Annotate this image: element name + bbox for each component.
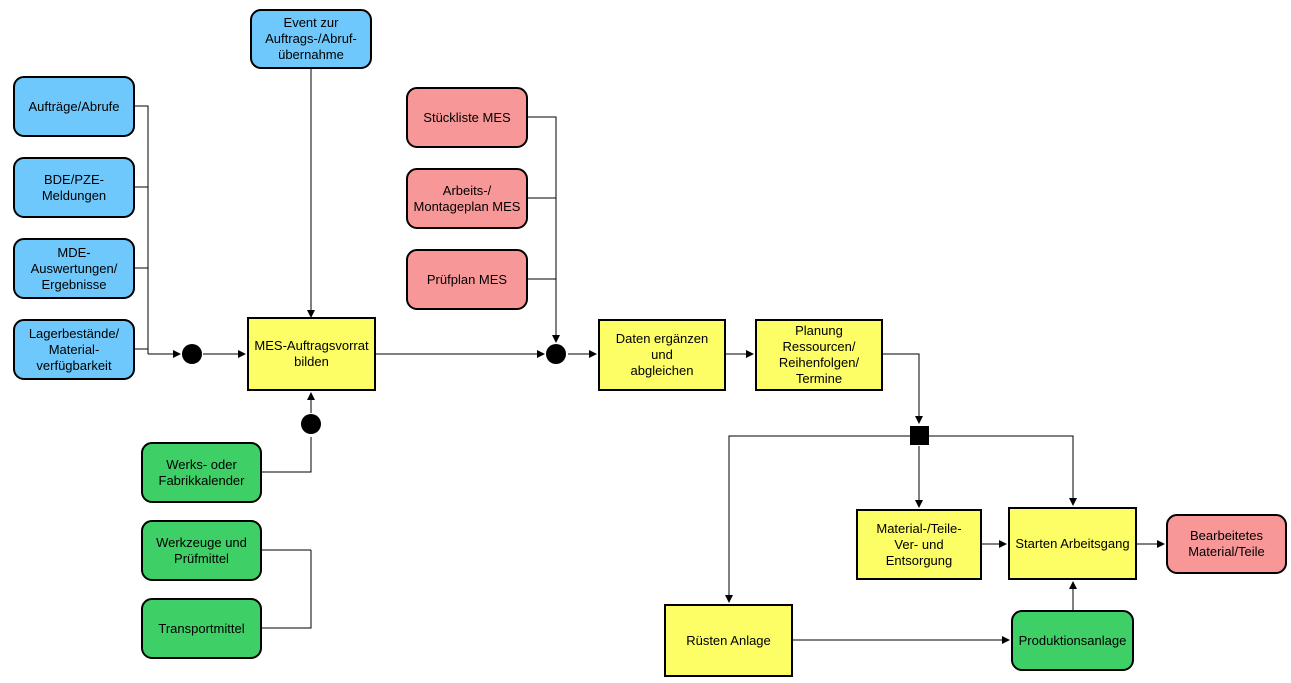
arrow-planung-to-split [883, 353, 923, 424]
node-planung: Planung Ressourcen/ Reihenfolgen/ Termin… [755, 319, 883, 391]
node-werkzeuge: Werkzeuge und Prüfmittel [141, 520, 262, 581]
node-pruefplan: Prüfplan MES [406, 249, 528, 310]
junction-mes-docs [546, 344, 566, 364]
arrow-split-to-starten [928, 435, 1077, 506]
node-mde: MDE- Auswertungen/ Ergebnisse [13, 238, 135, 299]
node-bde: BDE/PZE- Meldungen [13, 157, 135, 218]
node-werks: Werks- oder Fabrikkalender [141, 442, 262, 503]
node-material: Material-/Teile- Ver- und Entsorgung [856, 509, 982, 580]
node-ruesten: Rüsten Anlage [664, 604, 793, 677]
junction-inputs [182, 344, 202, 364]
node-daten: Daten ergänzen und abgleichen [598, 319, 726, 391]
connector-stueckliste [528, 116, 560, 343]
node-lager: Lagerbestände/ Material- verfügbarkeit [13, 319, 135, 380]
node-stueckliste: Stückliste MES [406, 87, 528, 148]
junction-resources [301, 414, 321, 434]
connector-werks [262, 437, 312, 473]
split-planung [910, 426, 929, 445]
connector-transport [262, 550, 312, 629]
node-transport: Transportmittel [141, 598, 262, 659]
node-arbeitsplan: Arbeits-/ Montageplan MES [406, 168, 528, 229]
node-produktion: Produktionsanlage [1011, 610, 1134, 671]
node-bearbeitet: Bearbeitetes Material/Teile [1166, 514, 1287, 574]
node-vorrat: MES-Auftragsvorrat bilden [247, 317, 376, 391]
arrow-split-to-ruesten [725, 435, 910, 603]
node-event: Event zur Auftrags-/Abruf- übernahme [250, 9, 372, 69]
node-starten: Starten Arbeitsgang [1008, 507, 1137, 580]
node-auftraege: Aufträge/Abrufe [13, 76, 135, 137]
connector-auftraege [135, 105, 149, 354]
